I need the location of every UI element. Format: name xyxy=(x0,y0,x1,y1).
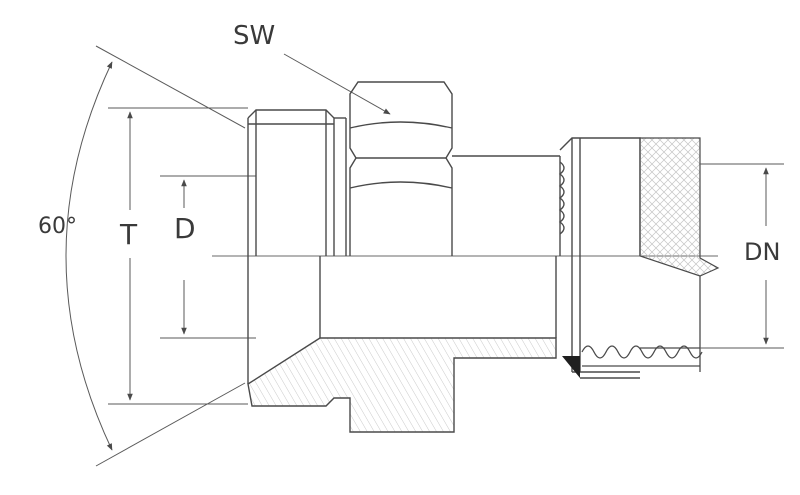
sw-label: SW xyxy=(233,21,275,51)
body-neck xyxy=(452,155,561,338)
crimp-ferrule xyxy=(558,137,641,379)
body-section xyxy=(247,337,557,433)
hex-nut xyxy=(349,81,453,256)
t-label: T xyxy=(119,218,138,251)
cone-angle-dimension xyxy=(65,45,246,467)
angle-label: 60° xyxy=(38,214,77,239)
corrugated-tube xyxy=(581,276,703,372)
cone-upper-line xyxy=(95,45,246,129)
dn-dimension xyxy=(700,163,784,349)
hose-section xyxy=(639,137,720,277)
sw-leader-arrow xyxy=(283,53,391,115)
threaded-stud xyxy=(247,109,347,384)
ferrule-edge-dark xyxy=(562,356,580,378)
d-label: D xyxy=(174,212,196,245)
cone-lower-line xyxy=(95,382,246,467)
t-dimension xyxy=(108,107,248,405)
dn-label: DN xyxy=(744,238,780,266)
d-dimension xyxy=(160,175,256,339)
angle-arc xyxy=(65,61,113,451)
